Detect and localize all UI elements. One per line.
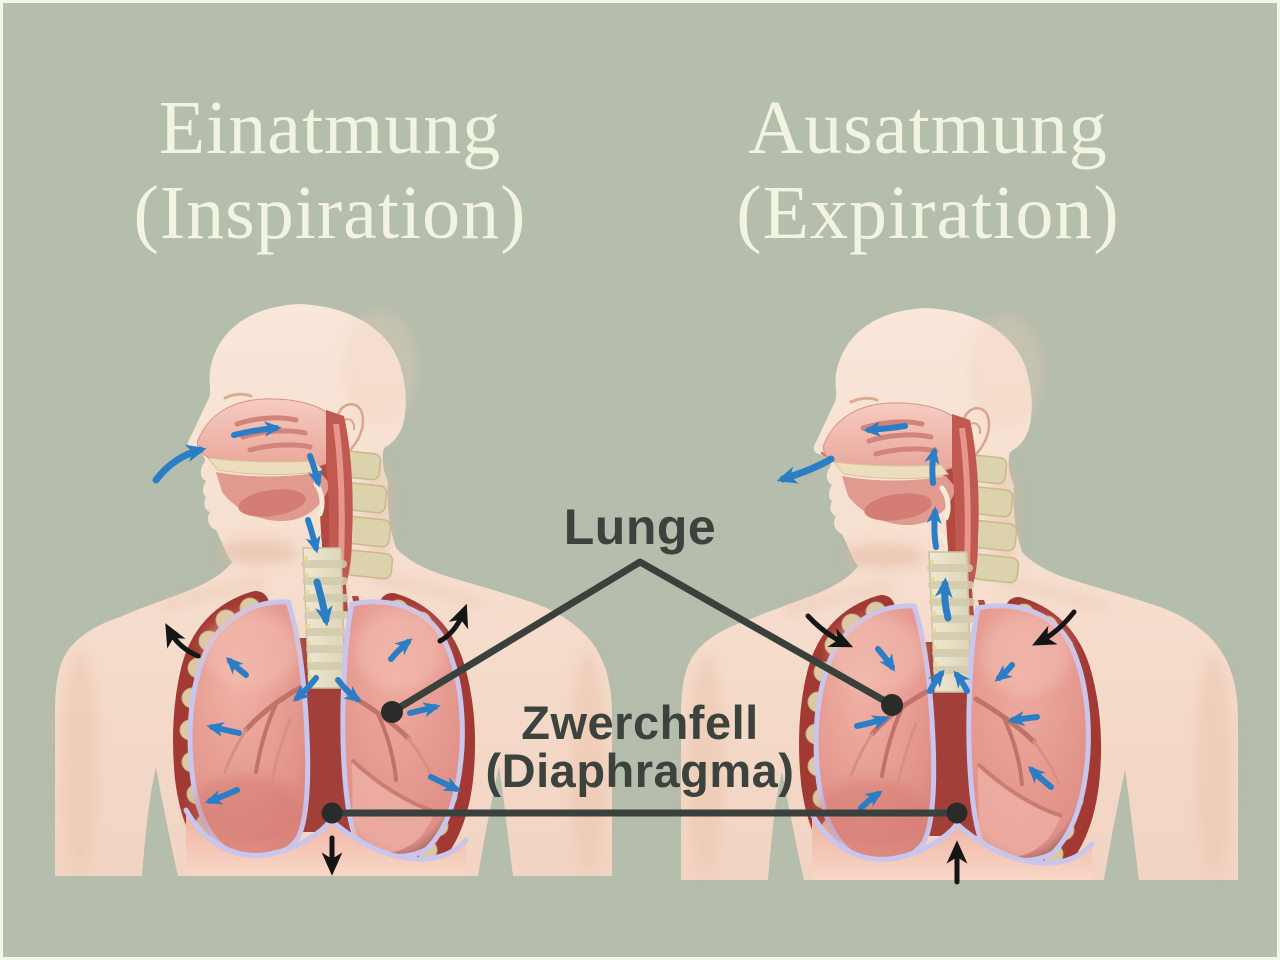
airflow-arrow — [927, 669, 945, 694]
airflow-arrow — [934, 577, 953, 622]
airflow-arrow — [152, 444, 207, 484]
airflow-arrow — [313, 578, 333, 627]
title-german: Einatmung — [158, 86, 502, 170]
airflow-arrow — [863, 421, 908, 437]
diaphragm-label-latin: (Diaphragma) — [485, 744, 795, 797]
airflow-arrow — [204, 787, 240, 805]
title-latin: (Inspiration) — [133, 171, 527, 255]
airflow-arrow — [854, 715, 890, 730]
lung-leader-line — [388, 558, 896, 716]
leader-dot — [881, 694, 903, 716]
airflow-arrow — [206, 722, 242, 737]
leader-dot — [381, 701, 403, 723]
diaphragm-label: Zwerchfell (Diaphragma) — [390, 699, 890, 795]
panel-title-inhalation: Einatmung (Inspiration) — [80, 86, 580, 256]
lung-label: Lunge — [563, 499, 717, 555]
airflow-arrow — [335, 677, 362, 703]
airflow-arrow — [953, 670, 971, 694]
airflow-arrow — [926, 506, 942, 550]
leader-dot — [946, 802, 968, 824]
airflow-arrow — [407, 702, 441, 718]
panel-title-exhalation: Ausatmung (Expiration) — [678, 86, 1178, 256]
airflow-arrow — [307, 453, 323, 488]
airflow-arrows-inhalation — [152, 421, 462, 805]
airflow-arrow — [776, 455, 835, 484]
diaphragm-label-german: Zwerchfell — [521, 696, 759, 749]
ribcage-down-arrow — [1032, 609, 1077, 646]
leader-lines — [321, 558, 968, 824]
airflow-arrow — [875, 646, 896, 672]
title-latin: (Expiration) — [736, 171, 1120, 255]
ribcage-down-arrow — [805, 613, 854, 648]
airflow-arrow — [305, 517, 321, 554]
airflow-arrow — [924, 446, 940, 486]
airflow-arrow — [1007, 710, 1040, 727]
airflow-arrow — [388, 638, 413, 662]
airflow-arrow — [292, 675, 319, 702]
airflow-arrow — [225, 656, 249, 678]
airflow-arrow — [231, 421, 282, 438]
leader-dot — [321, 802, 343, 824]
ribcage-up-arrow — [437, 603, 469, 644]
airflow-arrow — [858, 790, 883, 811]
airflow-arrow — [428, 774, 462, 792]
ribcage-up-arrow — [165, 623, 201, 659]
movement-arrows — [165, 603, 1077, 885]
airflow-arrow — [1027, 765, 1054, 790]
airflow-arrows-exhalation — [776, 421, 1054, 811]
airflow-arrow — [994, 662, 1015, 682]
title-german: Ausatmung — [748, 86, 1108, 170]
